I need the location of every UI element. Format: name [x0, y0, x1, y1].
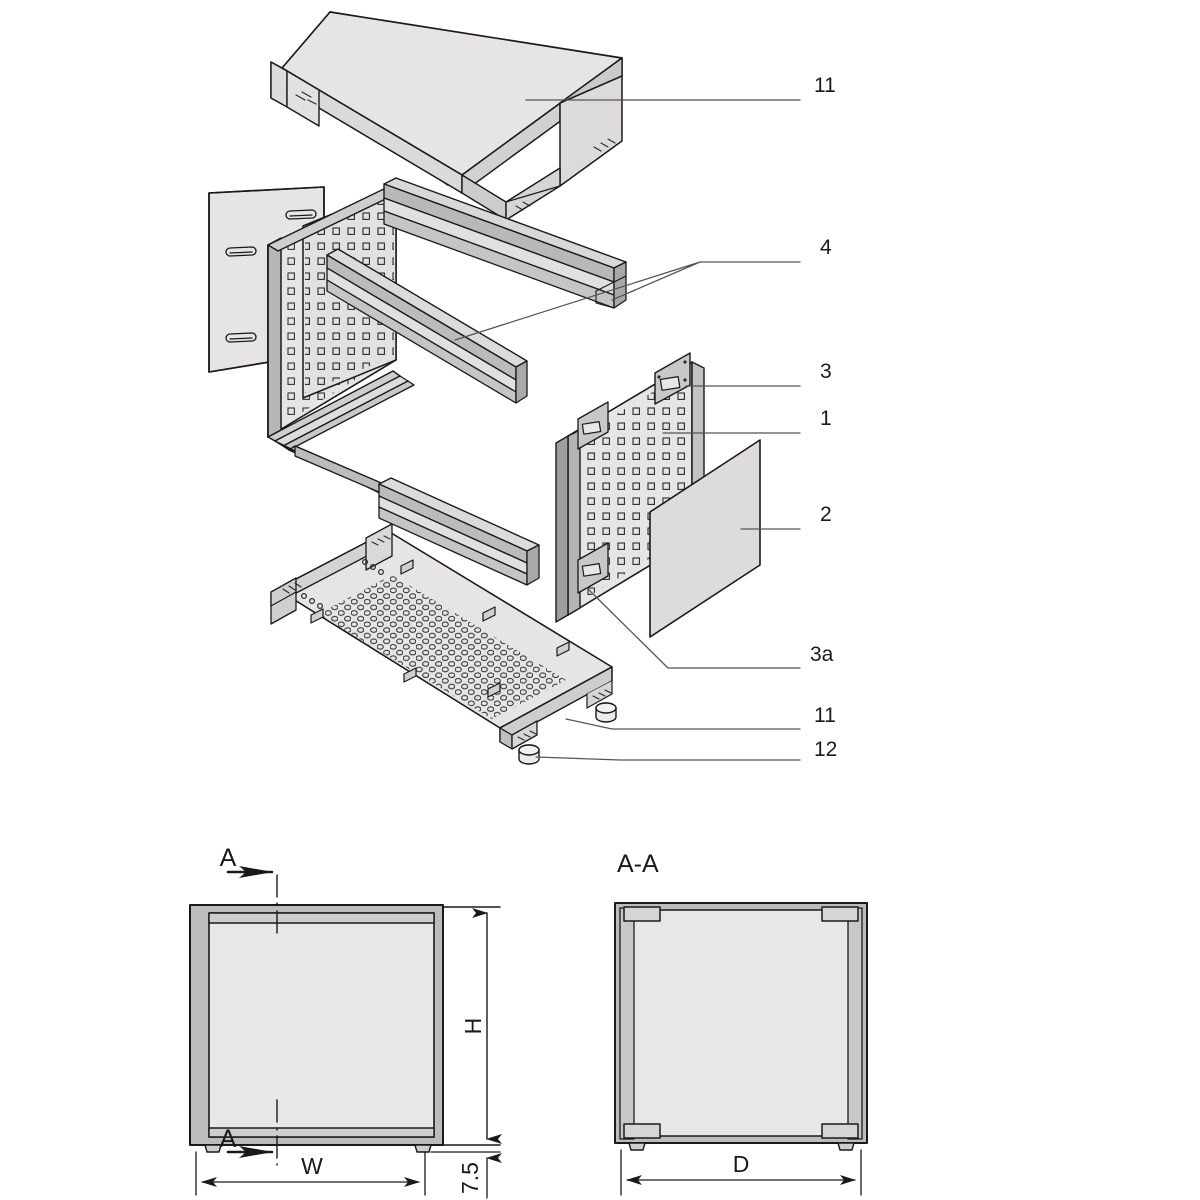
section-marker-bottom: A [220, 1125, 237, 1153]
corner-bracket-upper-left [577, 401, 609, 450]
cap-plug-upper [595, 702, 617, 723]
section-view-title: A-A [617, 850, 659, 878]
callout-4: 4 [820, 236, 832, 259]
top-cover-panel [270, 11, 623, 221]
section-corner-bracket [623, 906, 859, 1139]
plain-cover-plate [649, 439, 761, 638]
callout-12: 12 [814, 738, 837, 761]
foot-right [414, 1144, 432, 1153]
dimension-foot-height: 7.5 [457, 1162, 483, 1194]
callout-11-bottom: 11 [814, 704, 836, 727]
callout-3: 3 [820, 360, 832, 383]
corner-bracket-lower-left [577, 542, 609, 594]
callout-2: 2 [820, 503, 832, 526]
foot-left [204, 1144, 222, 1153]
callout-1: 1 [820, 407, 832, 430]
front-elevation-view: A A H 7.5 W [189, 844, 502, 1199]
section-foot-right [837, 1142, 855, 1151]
bottom-perforated-plate [270, 523, 613, 750]
extruded-rail-mid [326, 248, 528, 404]
mounting-slot [225, 209, 317, 343]
cap-plug-lower [518, 744, 540, 765]
dimension-height: H [460, 1018, 486, 1035]
section-marker-top: A [220, 844, 237, 872]
extruded-rail-top [383, 177, 627, 309]
dimension-depth: D [733, 1151, 750, 1177]
extruded-rail-lower [378, 477, 540, 586]
dimension-width: W [301, 1153, 323, 1179]
corner-bracket-upper [654, 352, 691, 405]
callout-label-group: 11 4 3 1 2 3a 11 12 [810, 74, 837, 761]
section-a-a-view: A-A D [614, 850, 868, 1196]
callout-3a: 3a [810, 643, 834, 666]
callouts [454, 99, 801, 761]
callout-11-top: 11 [814, 74, 836, 97]
section-foot-left [628, 1142, 646, 1151]
